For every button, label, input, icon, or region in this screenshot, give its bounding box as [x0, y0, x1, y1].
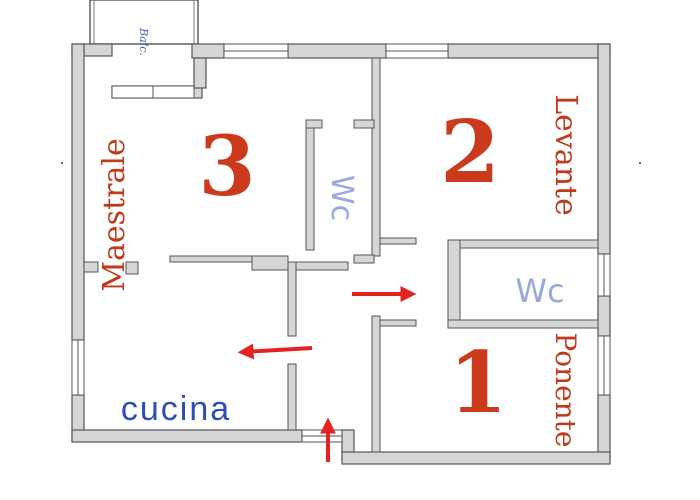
arrow-left-icon	[237, 343, 313, 360]
balcony-label: Balc.	[137, 27, 150, 56]
kitchen-label: cucina	[121, 390, 231, 428]
room3-number: 3	[198, 119, 255, 215]
wc-right-label: Wc	[515, 272, 564, 310]
wc-left-label: Wc	[324, 175, 359, 221]
room2-number: 2	[440, 102, 500, 203]
room1-name: Ponente	[549, 332, 582, 447]
dot-marker	[639, 162, 641, 164]
interior-walls	[83, 57, 599, 453]
balcony	[89, 0, 199, 45]
room3-name: Maestrale	[97, 138, 132, 291]
dot-marker	[61, 162, 63, 164]
room1-number: 1	[449, 333, 507, 432]
room2-name: Levante	[548, 94, 583, 216]
